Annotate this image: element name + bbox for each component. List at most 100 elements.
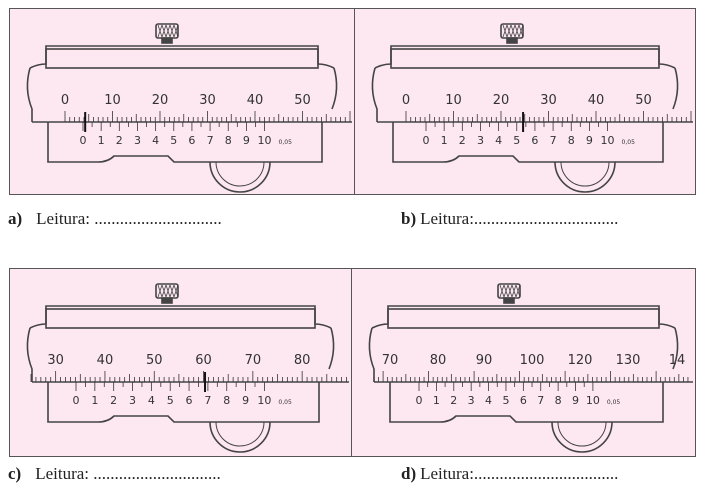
vernier-label: 2 [459,134,466,147]
vernier-label: 9 [572,394,579,407]
vernier-label: 5 [170,134,177,147]
caliper-body [371,23,693,193]
beam-left-edge [371,67,378,122]
main-scale-label: 40 [97,353,114,368]
vernier-label: 2 [450,394,457,407]
main-scale-label: 30 [540,93,557,108]
main-scale-label: 20 [493,93,510,108]
vernier-label: 6 [531,134,538,147]
vernier-scale [75,382,265,391]
beam-right-edge [672,67,679,110]
main-scale-label: 30 [199,93,216,108]
vernier-label: 6 [520,394,527,407]
main-scale [64,111,351,122]
vernier-label: 1 [91,394,98,407]
main-scale-label: 0 [61,93,69,108]
main-scale-label: 40 [588,93,605,108]
beam-left-edge [26,327,33,382]
vernier-label: 9 [243,134,250,147]
main-scale [373,371,689,382]
caption-text: Leitura: .............................. [35,464,221,483]
beam-left-edge [368,327,375,382]
vernier-scale [425,122,608,131]
slider-window [390,48,660,69]
main-scale-label: 130 [616,353,641,368]
vernier-label: 4 [152,134,159,147]
vernier-label: 1 [98,134,105,147]
main-scale-label: 70 [382,353,399,368]
caption-text: Leitura:................................… [420,464,619,483]
vernier-label: 6 [188,134,195,147]
thumb-wheel-inner [215,421,265,447]
caption-letter: a) [8,209,23,228]
caption-letter: b) [401,209,417,228]
main-scale-label: 10 [104,93,121,108]
caliper-body [26,283,349,453]
main-scale-label: 40 [247,93,264,108]
vernier-label: 7 [550,134,557,147]
caption-text: Leitura: .............................. [36,209,222,228]
caption-letter: d) [401,464,417,483]
vernier-label: 8 [555,394,562,407]
main-scale-label: 60 [195,353,212,368]
main-scale-label: 80 [430,353,447,368]
vernier-label: 9 [242,394,249,407]
main-scale-label: 120 [568,353,593,368]
vernier-label: 8 [568,134,575,147]
thumb-wheel-inner [557,421,607,447]
vernier-resolution-label: 0,05 [607,399,621,406]
thumb-wheel [209,161,271,193]
vernier-label: 8 [223,394,230,407]
vernier-label: 2 [116,134,123,147]
thumb-wheel [209,421,271,453]
main-scale-label: 100 [520,353,545,368]
vernier-plate [389,382,664,423]
main-scale [405,111,692,122]
vernier-label: 10 [601,134,615,147]
vernier-label: 0 [416,394,423,407]
vernier-scale [418,382,594,391]
beam-left-edge [26,67,33,122]
slider-top [29,305,332,329]
vernier-label: 10 [257,394,271,407]
vernier-label: 3 [477,134,484,147]
vernier-plate [47,122,323,163]
beam-right-edge [331,67,338,110]
main-scale-label: 0 [402,93,410,108]
beam-right-edge [672,327,679,370]
slider-top [374,45,676,69]
screw-stem [161,37,173,44]
thumb-wheel [554,161,616,193]
thumb-wheel [551,421,613,453]
slider-window [45,48,319,69]
main-scale-label: 10 [445,93,462,108]
beam-right-edge [328,327,335,370]
screw-stem [161,297,173,304]
main-scale-label: 30 [47,353,64,368]
slider-top [371,305,676,329]
slider-window [387,308,660,329]
caliper-body [26,23,352,193]
main-scale-label: 80 [294,353,311,368]
vernier-resolution-label: 0,05 [278,399,292,406]
vernier-label: 4 [485,394,492,407]
main-scale-label: 50 [635,93,652,108]
vernier-label: 5 [513,134,520,147]
vernier-label: 5 [502,394,509,407]
thumb-wheel-inner [215,161,265,187]
caption-text: Leitura:................................… [420,209,619,228]
vernier-label: 0 [80,134,87,147]
caption-letter: c) [8,464,22,483]
vernier-label: 3 [468,394,475,407]
main-scale-label: 50 [146,353,163,368]
slider-top [29,45,335,69]
caption-d: d)Leitura:..............................… [401,464,618,484]
main-scale [30,371,347,382]
caliper-body [368,283,693,453]
main-scale-label: 70 [245,353,262,368]
